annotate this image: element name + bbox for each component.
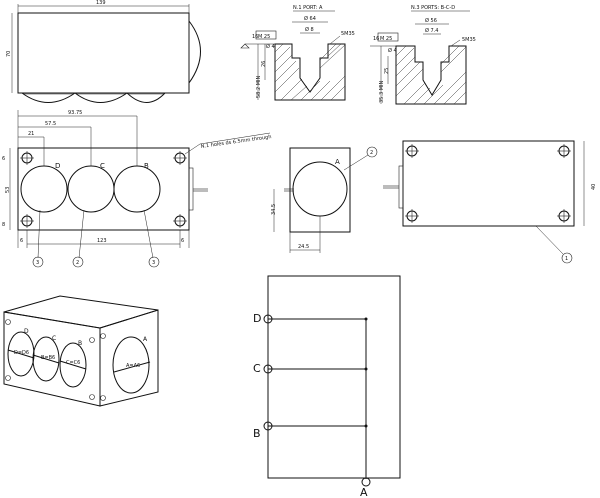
balloon-front-1-label: 3 [36,260,39,266]
top-view: 139 70 [6,0,201,103]
balloon-rear-label: 1 [565,256,568,262]
port-b-circle [113,165,161,213]
hydraulic-schematic: D C B A [253,275,401,498]
balloon-side-label: 2 [370,150,373,156]
port-a-title: N.1 PORT: A [293,5,323,11]
port-bcd-section: N.3 PORTS: B-C-D Ø 56 Ø 7.4 5M35 M 25 16… [370,5,476,105]
port-bcd-inner-diameter: Ø 7.4 [425,27,438,34]
port-boss-3 [126,92,166,103]
balloon-side [366,146,378,158]
iso-label-b: B [78,340,82,347]
iso-port-c [32,336,60,382]
port-d-symbol [263,314,273,324]
port-a-mark: Ø 4 [266,43,275,50]
balloon-front-3-label: 3 [152,260,155,266]
port-bcd-gauge-value: 16 [373,36,379,42]
dim-left-8: 8 [2,222,5,228]
port-label-d: D [55,162,60,170]
port-label-c: C [100,162,105,170]
port-a-depth-2: 58.2 MIN [256,75,262,98]
port-c-circle [67,165,115,213]
dim-24-5: 24.5 [298,244,309,250]
port-a-inner-diameter: Ø 8 [305,26,314,33]
top-view-end-cap [188,20,201,84]
iso-label-a: A [143,336,148,343]
front-view-body [17,147,190,231]
port-bcd-block [395,45,467,105]
port-a-block [274,43,346,101]
balloon-front-3 [148,256,160,268]
port-a-gauge: M 25 [258,34,270,40]
height-dimension: 70 [6,51,12,57]
schematic-label-b: B [253,427,261,440]
iso-port-a [112,336,150,394]
rear-view-body [402,140,575,227]
port-bcd-thread: 5M35 [462,37,476,43]
iso-label-d: D [24,328,29,335]
balloon-rear [561,252,573,264]
port-a-gauge-value: 16 [252,34,258,40]
port-bcd-gauge: M 25 [380,36,392,42]
port-bcd-title: N.3 PORTS: B-C-D [411,5,455,11]
port-label-b: B [144,162,149,170]
dim-123: 123 [97,238,107,244]
iso-tag-a: A=A6 [126,363,140,369]
port-a-section: N.1 PORT: A Ø 64 Ø 8 5M35 M 25 16 Ø 4 26 [240,5,355,101]
side-port-label-a: A [335,158,340,166]
port-a-outer-diameter: Ø 64 [304,15,316,22]
port-boss-1 [21,92,76,103]
iso-tag-c: C=C6 [66,360,80,366]
top-view-body [17,12,190,94]
dim-21: 21 [28,131,34,137]
length-dimension: 139 [96,0,106,6]
port-a-thread: 5M35 [341,31,355,37]
iso-label-c: C [52,335,56,342]
port-bcd-outer-diameter: Ø 56 [425,17,437,24]
dim-93-75: 93.75 [68,110,82,116]
port-a-symbol [361,477,371,487]
schematic-frame [267,275,401,479]
dim-57-5: 57.5 [45,121,56,127]
side-view: A 2 34.5 24.5 [271,146,378,253]
dim-left-offset: 6 [20,238,23,244]
iso-tag-b: B=B6 [41,355,55,361]
front-view: D C B 93.75 57.5 21 N.1 holes ds 6.5mm t… [2,110,272,268]
port-bcd-depth-2: 35.3 MIN [379,80,385,103]
balloon-front-2 [72,256,84,268]
port-d-circle [20,165,68,213]
port-b-symbol [263,421,273,431]
isometric-view: D C B A D=D6 B=B6 C=C6 A=A6 [3,295,159,407]
iso-port-b [59,342,87,388]
port-bcd-mark: Ø 4 [388,47,397,54]
iso-port-d [7,331,35,377]
rear-view: 40 1 [383,140,597,264]
port-a-depth-1: 26 [261,61,267,67]
balloon-front-2-label: 2 [76,260,79,266]
iso-side-face [99,309,159,407]
port-a-circle [292,161,348,217]
hole-note: N.1 holes ds 6.5mm through [200,134,271,150]
schematic-label-c: C [253,362,261,375]
dim-right-offset: 6 [181,238,184,244]
rear-dim-40: 40 [591,184,597,190]
port-boss-2 [74,92,128,103]
schematic-label-d: D [253,312,261,325]
iso-top-face [3,295,159,329]
dim-left-53: 53 [5,187,11,193]
iso-tag-d: D=D6 [14,350,29,356]
balloon-front-1 [32,256,44,268]
dim-34-5: 34.5 [271,204,277,215]
port-c-symbol [263,364,273,374]
dim-left-6: 6 [2,156,5,162]
schematic-label-a: A [360,486,368,498]
port-bcd-depth-1: 25 [384,68,390,74]
